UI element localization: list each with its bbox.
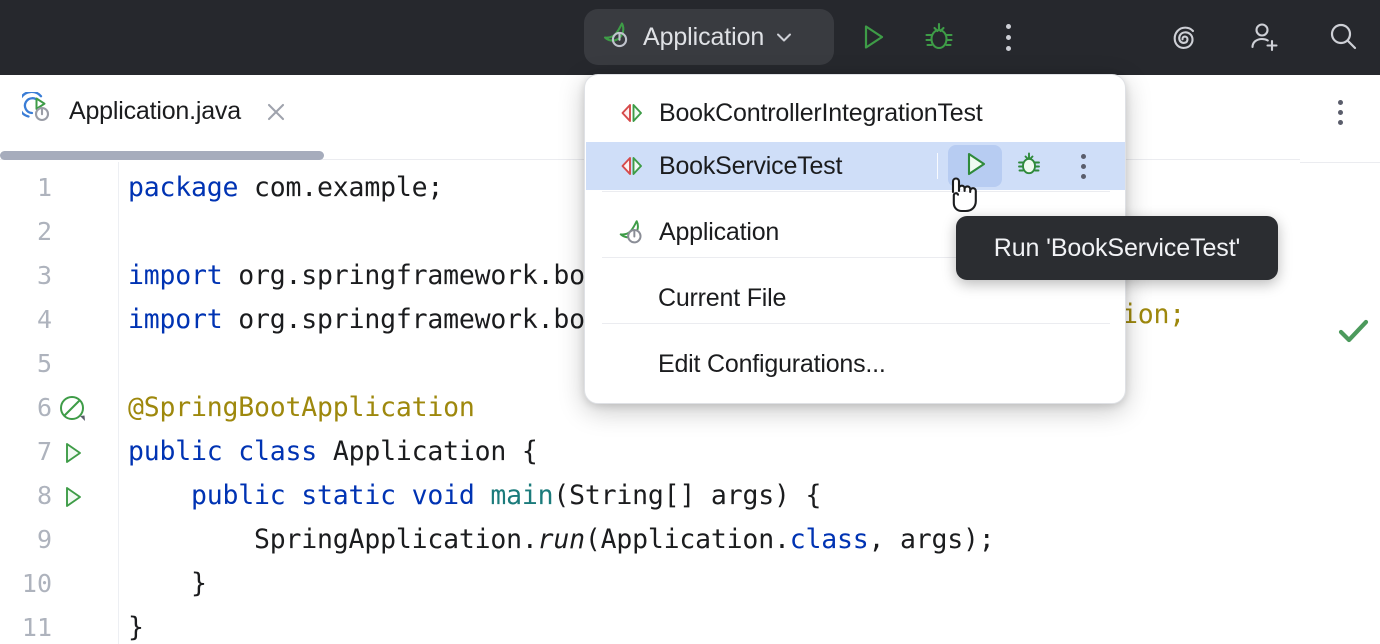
code-token: org.springframework.bo (223, 304, 585, 335)
code-line: 11} (0, 606, 1380, 644)
debug-button[interactable] (918, 16, 960, 58)
code-line: 8 public static void main(String[] args)… (0, 474, 1380, 518)
code-token: import (128, 260, 223, 291)
code-line: 9 SpringApplication.run(Application.clas… (0, 518, 1380, 562)
spring-boot-leaf-icon (617, 217, 647, 247)
line-number: 10 (0, 562, 52, 606)
code-token: } (128, 612, 144, 643)
code-line-4-tail: ion; (1122, 293, 1185, 337)
code-text: public static void main(String[] args) { (128, 474, 821, 518)
bug-icon (1012, 147, 1046, 186)
run-configuration-label: Application (643, 23, 764, 52)
tooltip-text: Run 'BookServiceTest' (994, 234, 1240, 263)
line-number: 7 (0, 430, 52, 474)
chevron-down-icon (774, 27, 794, 47)
popup-item-edit-configurations[interactable]: Edit Configurations... (586, 340, 1126, 388)
spring-boot-leaf-icon (601, 19, 633, 56)
hand-pointer-cursor (944, 172, 986, 220)
code-token: import (128, 304, 223, 335)
popup-item-label: BookServiceTest (659, 152, 842, 181)
junit-test-icon (617, 151, 647, 181)
line-number: 6 (0, 386, 52, 430)
code-text: public class Application { (128, 430, 538, 474)
line-number: 11 (0, 606, 52, 644)
code-token: (Application. (585, 524, 790, 555)
code-token: , args); (868, 524, 994, 555)
vertical-dots-icon (1320, 97, 1360, 127)
search-button[interactable] (1322, 16, 1364, 58)
code-token: run (538, 524, 585, 555)
vertical-dots-icon (1056, 145, 1110, 187)
vertical-dots-icon (988, 16, 1028, 58)
code-token: @SpringBootApplication (128, 392, 475, 423)
code-text: package com.example; (128, 166, 443, 210)
spring-bean-icon[interactable] (58, 394, 88, 424)
code-text: } (128, 562, 207, 606)
action-divider (937, 153, 938, 179)
popup-item-label: BookControllerIntegrationTest (659, 99, 983, 128)
code-text: } (128, 606, 144, 644)
debug-row-button[interactable] (1002, 145, 1056, 187)
java-class-run-icon (22, 92, 56, 131)
line-number: 8 (0, 474, 52, 518)
editor-horizontal-scrollbar[interactable] (0, 151, 324, 160)
editor-tab-options-button[interactable] (1320, 97, 1360, 127)
code-token: Application { (317, 436, 538, 467)
code-line: 7 public class Application { (0, 430, 1380, 474)
line-number: 4 (0, 298, 52, 342)
popup-separator (602, 323, 1110, 324)
code-token: public static void (128, 480, 490, 511)
code-token: SpringApplication. (128, 524, 538, 555)
run-button-tooltip: Run 'BookServiceTest' (956, 216, 1278, 280)
code-token: class (790, 524, 869, 555)
code-text: import org.springframework.bo (128, 254, 585, 298)
code-token: com.example; (238, 172, 443, 203)
popup-item-bookcontrollerintegrationtest[interactable]: BookControllerIntegrationTest (586, 89, 1126, 137)
code-text: SpringApplication.run(Application.class,… (128, 518, 995, 562)
line-number: 1 (0, 166, 52, 210)
popup-item-current-file[interactable]: Current File (586, 274, 1126, 322)
code-line: 10 } (0, 562, 1380, 606)
main-toolbar: Application (0, 0, 1380, 75)
line-number: 2 (0, 210, 52, 254)
code-token: public class (128, 436, 317, 467)
popup-item-label: Application (659, 218, 779, 247)
popup-item-label: Current File (658, 284, 786, 313)
editor-tab-application-java[interactable]: Application.java (16, 75, 298, 148)
code-token: main (490, 480, 553, 511)
code-token: package (128, 172, 238, 203)
code-token: org.springframework.bo (223, 260, 585, 291)
junit-test-icon (617, 98, 647, 128)
code-token: (String[] args) { (553, 480, 821, 511)
code-text: @SpringBootApplication (128, 386, 475, 430)
add-user-button[interactable] (1243, 16, 1287, 58)
code-text: import org.springframework.bo (128, 298, 585, 342)
line-number: 5 (0, 342, 52, 386)
line-number: 9 (0, 518, 52, 562)
run-configuration-selector[interactable]: Application (584, 9, 834, 65)
close-icon[interactable] (262, 98, 290, 126)
popup-item-bookservicetest[interactable]: BookServiceTest (586, 142, 1126, 190)
run-gutter-icon[interactable] (58, 438, 88, 468)
popup-item-label: Edit Configurations... (658, 350, 886, 379)
run-gutter-icon[interactable] (58, 482, 88, 512)
editor-tab-label: Application.java (69, 97, 241, 126)
more-row-button[interactable] (1056, 145, 1110, 187)
popup-separator (602, 191, 1110, 192)
status-separator (1300, 162, 1380, 163)
ai-assistant-button[interactable] (1162, 16, 1204, 58)
more-actions-button[interactable] (988, 16, 1028, 58)
run-button[interactable] (852, 16, 894, 58)
line-number: 3 (0, 254, 52, 298)
code-token: } (128, 568, 207, 599)
